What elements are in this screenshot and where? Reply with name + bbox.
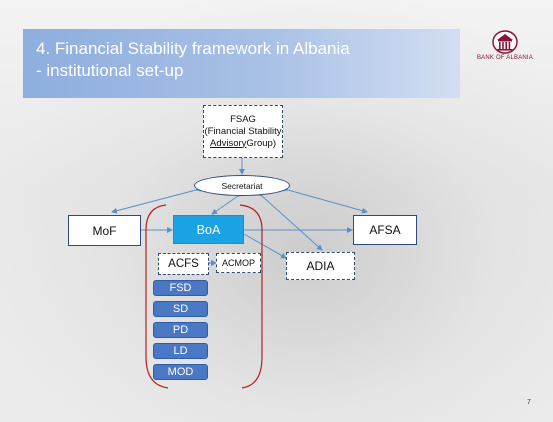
secretariat-boa-arrow [211,190,244,215]
adia-box: ADIA [286,252,355,280]
secretariat-ellipse: Secretariat [194,175,290,196]
title-line-1: 4. Financial Stability framework in Alba… [36,39,350,58]
fsag-line-3-rest: Group) [246,137,276,149]
mof-box: MoF [68,215,141,246]
page-number: 7 [527,399,531,406]
slide-title: 4. Financial Stability framework in Alba… [36,38,350,82]
secretariat-adia-arrow [256,190,323,251]
department-ld: LD [153,343,208,359]
acfs-box: ACFS [158,253,209,275]
secretariat-mof-arrow [111,185,202,214]
fsag-line-2: (Financial Stability [204,125,282,137]
afsa-box: AFSA [353,215,417,245]
secretariat-afsa-arrow [282,185,368,214]
fsag-line-3-underlined: Advisory [209,137,247,149]
department-pd: PD [153,322,208,338]
department-sd: SD [153,301,208,317]
fsag-box: FSAG (Financial Stability AdvisoryGroup) [203,105,283,158]
left-bracket [145,204,169,389]
title-line-2: - institutional set-up [36,61,184,80]
boa-box: BoA [173,215,244,244]
department-mod: MOD [153,364,208,380]
title-band [23,29,460,98]
acmop-box: ACMOP [216,253,261,273]
fsag-line-1: FSAG [230,113,256,125]
right-bracket [239,204,263,389]
department-fsd: FSD [153,280,208,296]
bank-logo-icon [492,30,518,54]
fsag-line-3: AdvisoryGroup) [210,138,276,150]
logo-text: BANK OF ALBANIA [476,55,534,61]
boa-adia-arrow [238,228,287,259]
